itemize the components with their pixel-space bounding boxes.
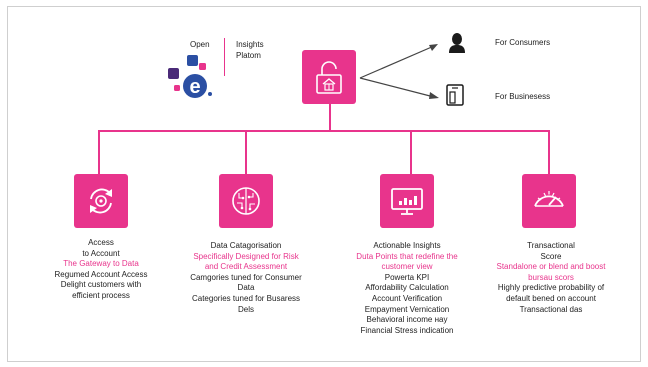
lock-home-box — [302, 50, 356, 104]
categorisation-title: Data Catagorisation — [210, 241, 282, 250]
monitor-chart-icon — [391, 188, 423, 215]
column-categorisation: Data Catagorisation Specifically Designe… — [171, 241, 321, 315]
gauge-icon — [534, 191, 564, 207]
insights-title: Actionable Insights — [373, 241, 441, 250]
connector-drop-1 — [98, 130, 100, 174]
connector-drop-2 — [245, 130, 247, 174]
insights-platform-label: Insights Platom — [236, 40, 264, 61]
categorisation-subtitle-2: and Credit Assessment — [204, 262, 288, 272]
categorisation-item: Data — [237, 283, 255, 293]
categorisation-item: Camgories tuned for Consumer — [190, 272, 302, 282]
insights-item: Behavioral income наy — [366, 315, 448, 325]
insights-item: Affordability Calculation — [365, 283, 449, 293]
column-access: Access to Account The Gateway to Data Re… — [27, 238, 175, 302]
insights-subtitle-2: customer view — [381, 262, 433, 272]
connector-bar — [98, 130, 550, 132]
branch-arrows — [359, 44, 439, 99]
access-title-1: Access — [88, 238, 114, 247]
svg-text:e: e — [189, 76, 200, 98]
access-item: Regumed Account Access — [54, 269, 148, 279]
score-subtitle-1: Standalone or blend and boost — [496, 262, 606, 272]
score-item: Transactional das — [519, 304, 583, 314]
access-icon-box — [74, 174, 128, 228]
column-insights: Actionable Insights Duta Points that red… — [332, 241, 482, 336]
score-title-2: Score — [540, 251, 562, 261]
categorisation-item: Categories tuned for Busaress — [191, 293, 301, 303]
column-score: Transactional Score Standalone or blend … — [476, 241, 626, 315]
score-item: default bened on account — [506, 293, 596, 303]
score-title-1: Transactional — [527, 241, 575, 250]
connector-drop-3 — [410, 130, 412, 174]
person-icon — [449, 33, 465, 53]
categorisation-icon-box — [219, 174, 273, 228]
connector-stem — [329, 104, 331, 131]
score-icon-box — [522, 174, 576, 228]
categorisation-item: Dels — [237, 304, 254, 314]
insights-item: Financial Stress indication — [360, 325, 454, 335]
insights-line-2: Platom — [236, 50, 261, 60]
insights-subtitle-1: Duta Points that redefine the — [356, 251, 458, 261]
brand-logo: e — [166, 54, 214, 102]
connector-drop-4 — [548, 130, 550, 174]
refresh-target-icon — [90, 188, 112, 214]
lock-home-icon — [316, 61, 342, 94]
insights-item: Powerta KPI — [384, 272, 430, 282]
insights-line-1: Insights — [236, 40, 264, 49]
access-subtitle: The Gateway to Data — [63, 259, 139, 269]
for-consumers-label: For Consumers — [495, 38, 551, 47]
diagram-frame — [7, 6, 641, 362]
score-item: Highly predictive probability of — [497, 283, 605, 293]
for-businesses-label: For Businesess — [495, 92, 551, 101]
categorisation-subtitle-1: Specifically Designed for Risk — [193, 251, 299, 261]
access-item: Delight customers with — [60, 280, 142, 290]
score-subtitle-2: bursau scors — [528, 272, 574, 282]
access-title-2: to Account — [82, 248, 120, 258]
open-label: Open — [190, 40, 210, 49]
mobile-business-icon — [446, 84, 464, 106]
circuit-brain-icon — [232, 187, 260, 215]
insights-item: Account Verification — [371, 293, 443, 303]
brand-divider — [224, 38, 225, 76]
access-item: efficient process — [72, 290, 130, 300]
insights-icon-box — [380, 174, 434, 228]
insights-item: Empayment Vernication — [364, 304, 450, 314]
